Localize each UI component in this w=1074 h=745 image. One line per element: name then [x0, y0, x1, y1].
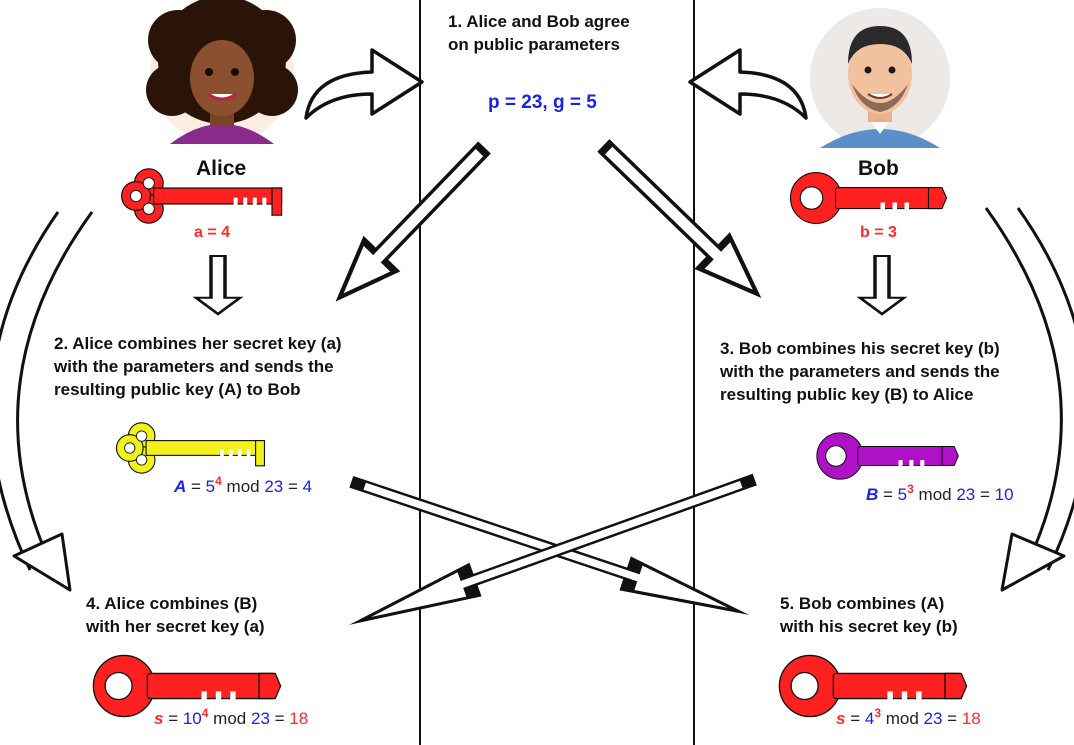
formula-modulus: 23 [923, 709, 943, 728]
formula-equals: = [186, 477, 206, 496]
alice-down-arrow [194, 254, 242, 316]
formula-variable: s [154, 709, 164, 728]
alice-shared-secret-formula: s = 104 mod 23 = 18 [154, 706, 308, 729]
formula-base: 5 [205, 477, 216, 496]
step2-line1: 2. Alice combines her secret key (a) [54, 334, 342, 353]
step3-line1: 3. Bob combines his secret key (b) [720, 339, 1000, 358]
formula-equals: = [269, 709, 290, 728]
step5-text: 5. Bob combines (A) with his secret key … [780, 592, 958, 638]
bob-to-center-arrow [688, 48, 808, 120]
alice-side-sweep-arrow [0, 211, 94, 592]
bob-avatar [810, 8, 950, 148]
formula-mod: mod [913, 485, 957, 504]
formula-exponent: 3 [907, 482, 914, 496]
formula-result: 10 [994, 485, 1014, 504]
formula-equals: = [975, 485, 995, 504]
params-to-alice-arrow [324, 135, 498, 313]
step2-line2: with the parameters and sends the [54, 357, 334, 376]
step2-line3: resulting public key (A) to Bob [54, 380, 301, 399]
step5-line1: 5. Bob combines (A) [780, 594, 945, 613]
formula-equals: = [942, 709, 962, 728]
step3-line3: resulting public key (B) to Alice [720, 385, 974, 404]
formula-mod: mod [881, 709, 924, 728]
formula-exponent: 3 [874, 706, 881, 720]
bob-name: Bob [858, 157, 899, 180]
formula-base: 4 [864, 709, 875, 728]
bob-public-key-formula: B = 53 mod 23 = 10 [866, 482, 1014, 505]
step4-text: 4. Alice combines (B) with her secret ke… [86, 592, 265, 638]
formula-equals: = [283, 477, 303, 496]
formula-result: 4 [302, 477, 313, 496]
formula-exponent: 4 [215, 474, 222, 488]
formula-result: 18 [289, 709, 309, 728]
formula-equals: = [878, 485, 898, 504]
alice-public-key-icon [115, 422, 266, 474]
alice-secret-value: a = 4 [194, 224, 231, 241]
alice-public-key-formula: A = 54 mod 23 = 4 [174, 474, 312, 497]
bob-shared-secret-formula: s = 43 mod 23 = 18 [836, 706, 981, 729]
step3-line2: with the parameters and sends the [720, 362, 1000, 381]
formula-mod: mod [208, 709, 251, 728]
formula-modulus: 23 [250, 709, 270, 728]
alice-to-center-arrow [304, 48, 424, 120]
step1-text: 1. Alice and Bob agree on public paramet… [448, 10, 630, 56]
formula-variable: s [836, 709, 846, 728]
bob-side-sweep-arrow [984, 207, 1074, 592]
formula-base: 10 [182, 709, 202, 728]
step5-line2: with his secret key (b) [780, 617, 958, 636]
formula-exponent: 4 [201, 706, 209, 720]
step3-text: 3. Bob combines his secret key (b) with … [720, 337, 1000, 406]
formula-modulus: 23 [264, 477, 284, 496]
formula-mod: mod [221, 477, 265, 496]
step4-line2: with her secret key (a) [86, 617, 265, 636]
params-to-bob-arrow [591, 132, 773, 310]
bob-secret-value: b = 3 [860, 224, 897, 241]
formula-variable: B [866, 485, 879, 504]
step1-line1: 1. Alice and Bob agree [448, 12, 630, 31]
step1-line2: on public parameters [448, 35, 620, 54]
formula-variable: A [174, 477, 187, 496]
bob-down-arrow [858, 254, 906, 316]
formula-equals: = [163, 709, 183, 728]
bob-public-key-icon [816, 432, 959, 480]
formula-base: 5 [897, 485, 908, 504]
formula-modulus: 23 [956, 485, 976, 504]
step4-line1: 4. Alice combines (B) [86, 594, 258, 613]
alice-name: Alice [196, 157, 247, 180]
formula-result: 18 [961, 709, 981, 728]
step2-text: 2. Alice combines her secret key (a) wit… [54, 332, 342, 401]
formula-equals: = [845, 709, 865, 728]
public-parameters: p = 23, g = 5 [488, 92, 597, 113]
alice-avatar [146, 0, 298, 144]
